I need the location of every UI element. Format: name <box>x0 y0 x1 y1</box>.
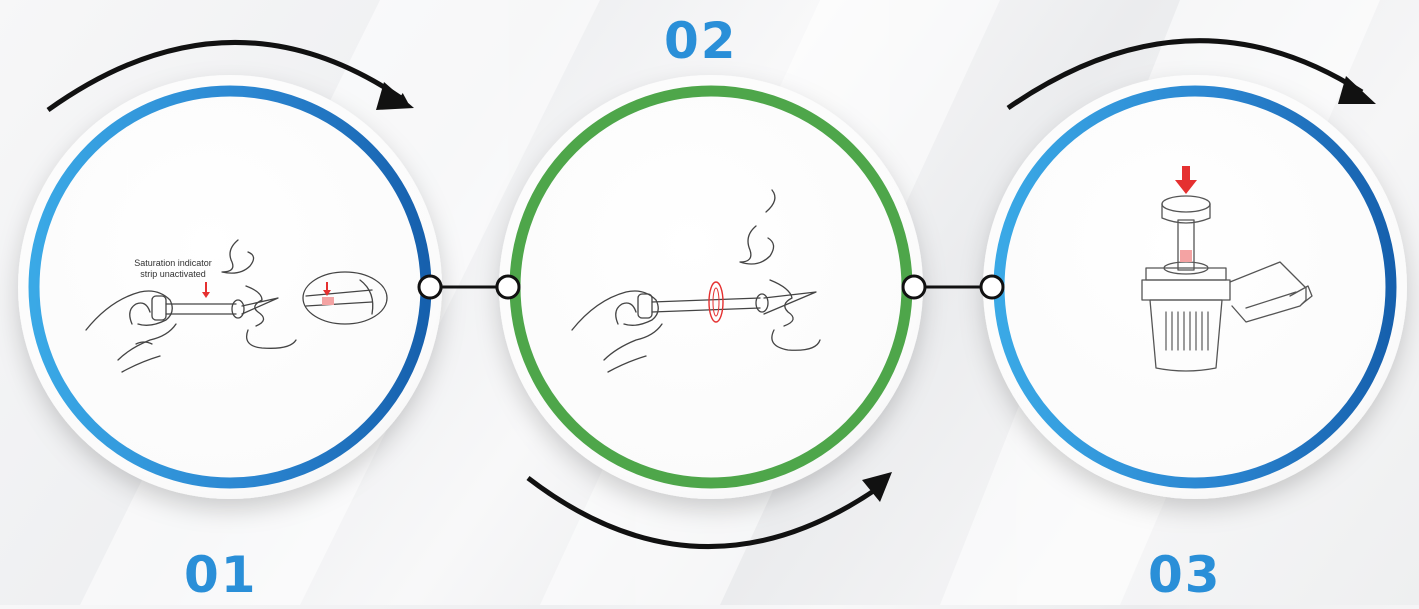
curved-arrow-icon-step3 <box>1006 38 1364 111</box>
arrowhead-icon-step3 <box>1338 76 1376 104</box>
step-2-illustration <box>571 189 821 373</box>
curved-arrow-icon-step1 <box>46 39 409 113</box>
step-2-rotation-indicator <box>708 281 724 323</box>
step-3-illustration <box>1141 195 1313 372</box>
arrowhead-icon-step1 <box>376 82 414 110</box>
connector-knobs <box>417 274 1005 300</box>
step-1-illustration <box>85 239 388 373</box>
step-3-indicator <box>1175 166 1197 262</box>
step-1-circle <box>18 75 442 499</box>
step-number-03: 03 <box>1148 546 1222 604</box>
annotation-line-1: Saturation indicator <box>134 258 212 268</box>
step-number-01: 01 <box>184 546 258 604</box>
annotation-line-2: strip unactivated <box>140 269 206 279</box>
step-number-02: 02 <box>664 12 738 70</box>
step-1-indicator <box>202 282 334 305</box>
step-3-circle <box>983 75 1407 499</box>
step-1-annotation: Saturation indicator strip unactivated <box>108 258 238 280</box>
curved-arrow-icon-step2 <box>526 476 880 550</box>
arrowhead-icon-step2 <box>862 472 892 502</box>
